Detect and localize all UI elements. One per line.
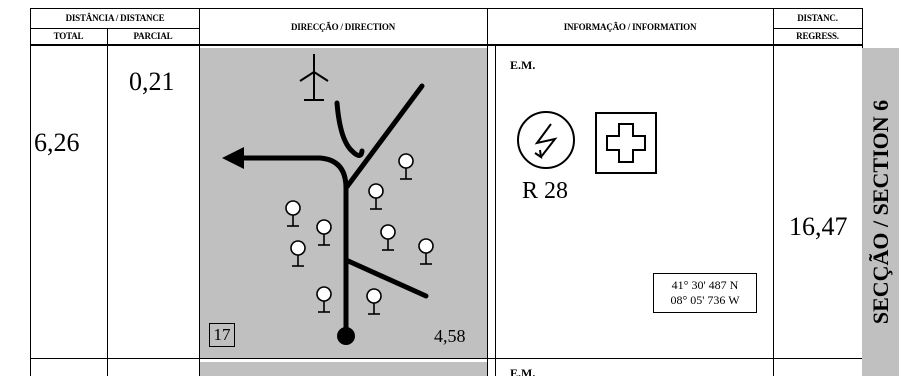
header-mid-line	[30, 28, 200, 29]
header-distance: DISTÂNCIA / DISTANCE	[65, 13, 165, 23]
gps-coordinates: 41° 30' 487 N 08° 05' 736 W	[653, 273, 757, 313]
header-mid-line-right	[773, 28, 863, 29]
coord-longitude: 08° 05' 736 W	[670, 293, 740, 307]
header-information: INFORMAÇÃO / INFORMATION	[563, 22, 697, 32]
table-top-line	[30, 8, 863, 9]
col-info-inner-sep	[495, 44, 496, 376]
header-bottom-line	[30, 44, 863, 46]
arrow-left-icon	[222, 147, 244, 169]
next-direction-diagram	[200, 362, 487, 376]
waypoint-number: 17	[209, 323, 235, 347]
distance-total: 6,26	[34, 128, 80, 157]
direction-diagram-drawing	[222, 54, 434, 345]
header-regress-2: REGRESS.	[796, 31, 839, 41]
next-info-title: E.M.	[510, 366, 536, 376]
row-bottom-line	[30, 358, 862, 359]
info-title: E.M.	[510, 58, 536, 72]
col-direction-info-sep	[487, 8, 488, 376]
header-total: TOTAL	[53, 31, 84, 41]
rounded-sign-icon	[517, 111, 575, 169]
section-bar	[862, 48, 899, 376]
header-regress-1: DISTANC.	[797, 13, 838, 23]
wind-turbine-icon	[299, 54, 329, 101]
waypoint-distance: 4,58	[434, 326, 466, 346]
header-direction: DIRECÇÃO / DIRECTION	[290, 22, 395, 32]
road-label: R 28	[522, 178, 569, 204]
col-total-partial-sep	[107, 28, 108, 376]
col-info-regress-sep	[773, 8, 774, 376]
distance-partial: 0,21	[129, 67, 175, 96]
medical-cross-icon	[595, 112, 657, 174]
col-left-edge	[30, 8, 31, 376]
distance-regress: 16,47	[789, 212, 848, 241]
header-partial: PARCIAL	[133, 31, 173, 41]
section-label: SECÇÃO / SECTION 6	[867, 99, 893, 325]
col-partial-direction-sep	[199, 8, 200, 376]
coord-latitude: 41° 30' 487 N	[671, 278, 739, 292]
start-point	[337, 327, 355, 345]
